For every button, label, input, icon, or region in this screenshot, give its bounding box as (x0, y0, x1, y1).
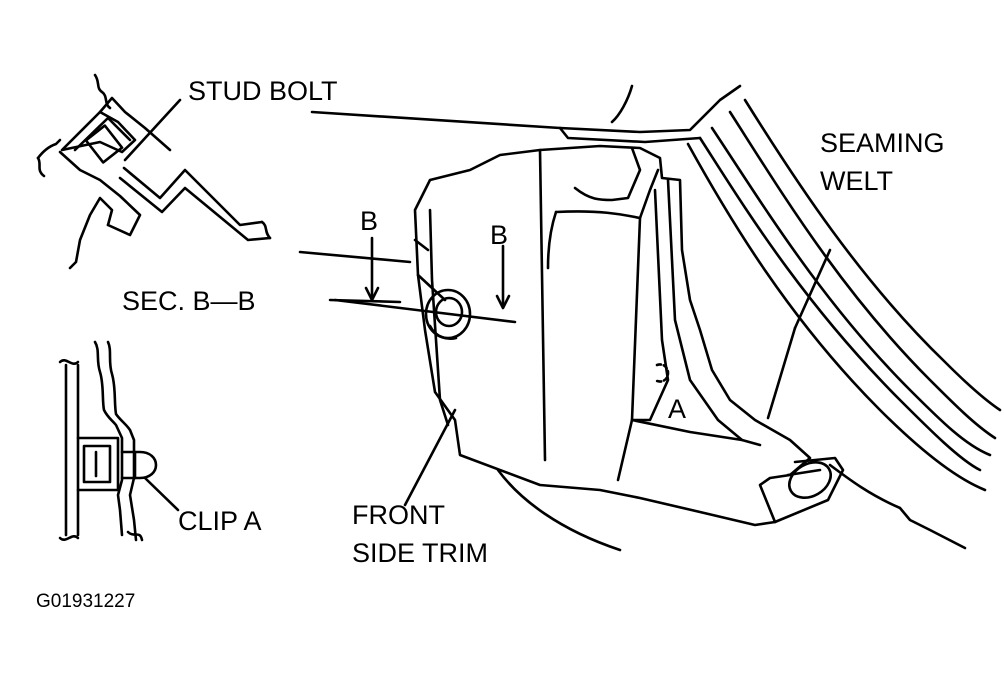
figure-code: G01931227 (36, 591, 136, 612)
seaming-welt-label-line1: SEAMING (820, 128, 945, 158)
front-side-trim-label-line1: FRONT (352, 500, 445, 530)
leader-lines (403, 248, 832, 507)
section-cut-lines (333, 236, 517, 324)
front-side-trim-panel (413, 144, 845, 527)
stud-bolt-label: STUD BOLT (188, 76, 338, 106)
seaming-welt-leader (766, 326, 797, 420)
clip-a-detail (58, 340, 180, 542)
vehicle-body-lines (298, 84, 1002, 552)
front-side-trim-leader (403, 408, 457, 507)
section-bb-label: SEC. B—B (122, 286, 256, 316)
section-marker-b-left: B (360, 206, 379, 236)
clip-position-marker: A (668, 394, 687, 424)
front-side-trim-label-line2: SIDE TRIM (352, 538, 489, 568)
seaming-welt-label-line2: WELT (820, 166, 893, 196)
section-bb-detail (36, 73, 272, 270)
section-marker-b-right: B (490, 220, 509, 250)
clip-a-label: CLIP A (178, 506, 262, 536)
